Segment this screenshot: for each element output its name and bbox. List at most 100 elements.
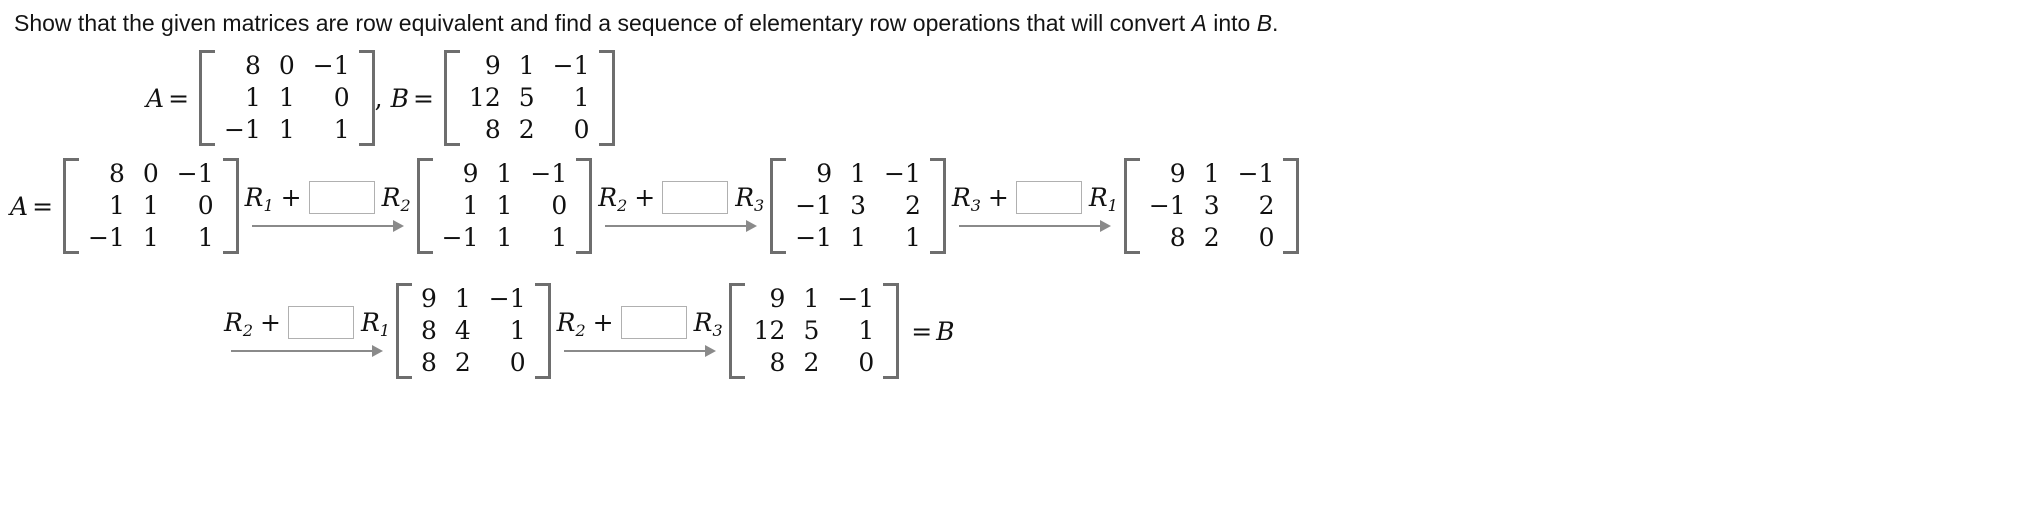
operation-source-row-label: R2: [556, 307, 586, 340]
plus-sign: +: [634, 182, 656, 212]
prompt-text-part-1: Show that the given matrices are row equ…: [14, 10, 1192, 36]
operation-labels: R1 + R2: [245, 180, 411, 215]
matrix-cell: −1: [441, 223, 479, 252]
matrix-row: 12 5 1: [745, 315, 884, 347]
matrix-cell: 8: [1169, 223, 1186, 252]
right-bracket: [598, 50, 615, 146]
left-bracket: [770, 158, 787, 254]
matrix-cell: 1: [904, 223, 921, 252]
operation-target-row-label: R3: [735, 182, 765, 215]
equals-sign-a: =: [168, 83, 190, 113]
matrix-cell: 2: [1258, 191, 1275, 220]
matrix-row: 1 1 0: [433, 190, 577, 222]
right-bracket: [929, 158, 946, 254]
chain-matrix-3: 9 1 −1 −1 3 2 8 2 0: [1123, 158, 1300, 254]
row-operation-5: R2 + R3: [551, 305, 729, 357]
matrix-cell: 1: [454, 284, 471, 313]
operation-source-row-label: R2: [224, 307, 254, 340]
row-operation-1: R1 + R2: [239, 180, 417, 232]
row-operations-chain-first-line: A = 8 0 −1 1 1 0 −1 1 1 R1: [10, 158, 1300, 254]
matrix-cell: 1: [462, 191, 479, 220]
matrix-cell: 0: [142, 159, 159, 188]
matrix-cell: 1: [850, 159, 866, 188]
coefficient-input-5[interactable]: [620, 305, 687, 339]
matrix-row: 8 2 0: [460, 114, 599, 146]
matrix-cell: −1: [884, 159, 921, 188]
matrix-row: 9 1 −1: [460, 50, 599, 82]
right-arrow-icon: [251, 219, 404, 232]
operation-source-row-label: R2: [598, 182, 628, 215]
matrix-cell: 0: [278, 51, 295, 80]
matrix-row: −1 1 1: [79, 222, 223, 254]
matrix-cell: 12: [468, 83, 501, 112]
right-arrow-icon: [605, 219, 758, 232]
left-bracket: [416, 158, 433, 254]
matrix-cell: −1: [1237, 159, 1275, 188]
operation-labels: R2 + R3: [556, 305, 723, 340]
coefficient-input-4[interactable]: [287, 305, 354, 339]
matrix-row: 12 5 1: [460, 82, 599, 114]
equals-sign: =: [911, 316, 933, 346]
chain-matrix-5: 9 1 −1 12 5 1 8 2 0: [728, 283, 900, 379]
operation-target-row-label: R2: [381, 182, 411, 215]
matrix-cell: −1: [837, 284, 875, 313]
matrix-cell: 1: [108, 191, 125, 220]
right-arrow-icon: [563, 344, 716, 357]
matrix-cell: 0: [197, 191, 214, 220]
matrix-cell: 5: [518, 83, 535, 112]
plus-sign: +: [592, 307, 614, 337]
row-operations-chain-second-line: R2 + R1 9 1 −1 8 4 1 8 2 0: [218, 283, 955, 379]
operation-target-row-label: R3: [693, 307, 723, 340]
row-operation-4: R2 + R1: [218, 305, 396, 357]
matrix-row: 8 2 0: [412, 347, 535, 379]
matrix-cell: 1: [278, 83, 295, 112]
prompt-text-part-2: into: [1206, 10, 1257, 36]
matrix-cell: 9: [1169, 159, 1186, 188]
right-bracket: [534, 283, 551, 379]
chain-label-a: A =: [10, 192, 57, 221]
coefficient-input-3[interactable]: [1015, 180, 1082, 214]
matrix-cell: 1: [518, 51, 535, 80]
matrix-cell: 1: [496, 223, 513, 252]
matrix-cell: 1: [197, 223, 214, 252]
equals-sign: =: [32, 191, 54, 221]
matrix-row: 8 0 −1: [79, 158, 223, 190]
matrix-cell: −1: [312, 51, 350, 80]
matrix-cell: −1: [530, 159, 568, 188]
matrix-cell: 9: [484, 51, 501, 80]
left-bracket: [63, 158, 80, 254]
matrix-cell: 1: [850, 223, 866, 252]
matrix-cell: 1: [244, 83, 261, 112]
matrix-cell: 0: [1258, 223, 1275, 252]
matrix-cell: −1: [552, 51, 590, 80]
left-bracket: [395, 283, 412, 379]
matrix-cell: 9: [769, 284, 786, 313]
chain-matrix-0: 8 0 −1 1 1 0 −1 1 1: [63, 158, 239, 254]
right-arrow-icon: [958, 219, 1111, 232]
coefficient-input-1[interactable]: [308, 180, 375, 214]
right-bracket: [222, 158, 239, 254]
operation-target-row-label: R1: [360, 307, 390, 340]
matrix-row: 9 1 −1: [433, 158, 577, 190]
left-bracket: [199, 50, 216, 146]
matrix-cell: −1: [176, 159, 214, 188]
matrix-cell: 8: [108, 159, 125, 188]
right-bracket: [883, 283, 900, 379]
matrix-cell: 8: [420, 316, 437, 345]
definition-label-a: A =: [146, 84, 193, 113]
matrix-cell: 1: [496, 159, 513, 188]
matrix-row: −1 3 2: [1140, 190, 1284, 222]
label-a: A: [146, 83, 165, 113]
matrix-cell: 1: [803, 284, 820, 313]
coefficient-input-2[interactable]: [662, 180, 729, 214]
chain-matrix-4: 9 1 −1 8 4 1 8 2 0: [395, 283, 551, 379]
matrix-definitions-row: A = 8 0 −1 1 1 0 −1 1 1 , B =: [146, 50, 615, 146]
problem-statement: Show that the given matrices are row equ…: [14, 8, 1278, 38]
matrix-cell: −1: [795, 223, 833, 252]
operation-labels: R3 + R1: [952, 180, 1118, 215]
right-bracket: [1283, 158, 1300, 254]
matrix-cell: 0: [509, 348, 526, 377]
matrix-cell: 3: [1203, 191, 1220, 220]
matrix-cell: 1: [551, 223, 568, 252]
matrix-cell: −1: [795, 191, 833, 220]
